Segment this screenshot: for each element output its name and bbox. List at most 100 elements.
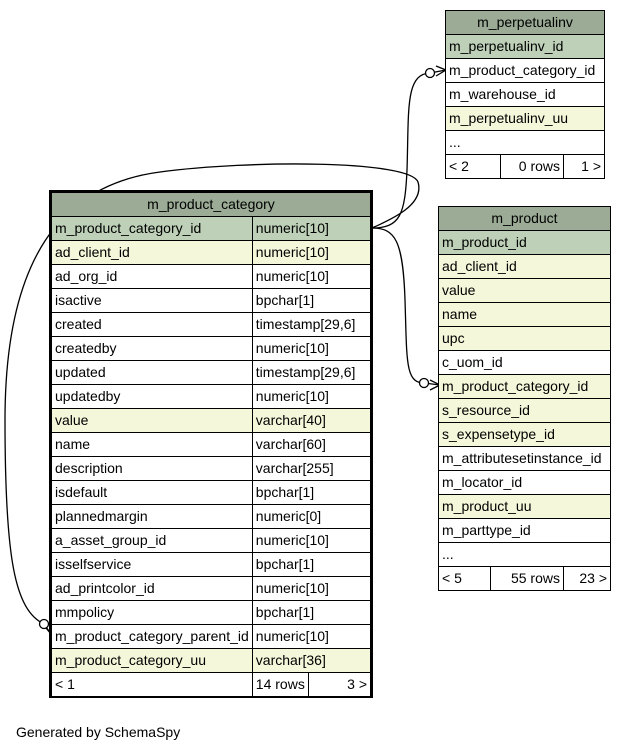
generated-by-text: Generated by SchemaSpy <box>16 724 181 740</box>
column-name[interactable]: updated <box>51 360 253 385</box>
column-name[interactable]: m_warehouse_id <box>445 82 605 107</box>
table-row[interactable]: s_resource_id <box>438 398 611 423</box>
table-title[interactable]: m_product <box>438 206 611 231</box>
edge-category-perpetualinv <box>371 69 447 229</box>
column-name[interactable]: value <box>438 278 611 303</box>
column-name[interactable]: updatedby <box>51 384 253 409</box>
column-name[interactable]: created <box>51 312 253 337</box>
table-row[interactable]: m_attributesetinstance_id <box>438 446 611 471</box>
column-name[interactable]: ... <box>438 542 611 567</box>
table-row[interactable]: ... <box>445 130 605 155</box>
column-name[interactable]: ... <box>445 130 605 155</box>
column-name[interactable]: upc <box>438 326 611 351</box>
table-row[interactable]: m_product_uu <box>438 494 611 519</box>
table-row[interactable]: m_perpetualinv_uu <box>445 106 605 131</box>
column-name[interactable]: m_perpetualinv_id <box>445 34 605 59</box>
table-row[interactable]: s_expensetype_id <box>438 422 611 447</box>
table-title[interactable]: m_product_category <box>51 192 371 217</box>
column-name[interactable]: ad_client_id <box>438 254 611 279</box>
column-type: bpchar[1] <box>251 552 372 577</box>
table-row[interactable]: value <box>438 278 611 303</box>
edge-category-self <box>4 163 420 635</box>
column-name[interactable]: m_product_category_parent_id <box>51 624 253 649</box>
column-type: numeric[10] <box>251 336 372 361</box>
table-footer-right: 23 > <box>563 566 611 591</box>
column-name[interactable]: name <box>51 432 253 457</box>
table-row[interactable]: m_product_id <box>438 230 611 255</box>
table-title[interactable]: m_perpetualinv <box>445 10 605 35</box>
table-footer-right: 3 > <box>307 672 372 697</box>
column-type: varchar[36] <box>251 648 372 673</box>
table-footer-rows: 14 rows <box>251 672 309 697</box>
column-name[interactable]: value <box>51 408 253 433</box>
table-row[interactable]: ... <box>438 542 611 567</box>
table-row[interactable]: upc <box>438 326 611 351</box>
column-name[interactable]: isdefault <box>51 480 253 505</box>
column-name[interactable]: a_asset_group_id <box>51 528 253 553</box>
column-name[interactable]: ad_printcolor_id <box>51 576 253 601</box>
table-row[interactable]: m_product_category_id <box>445 58 605 83</box>
column-type: numeric[10] <box>251 216 372 241</box>
table-m-product-category[interactable]: m_product_category m_product_category_id… <box>51 192 372 697</box>
column-name[interactable]: m_parttype_id <box>438 518 611 543</box>
column-name[interactable]: m_perpetualinv_uu <box>445 106 605 131</box>
column-name[interactable]: m_product_category_id <box>438 374 611 399</box>
column-name[interactable]: ad_client_id <box>51 240 253 265</box>
column-type: bpchar[1] <box>251 600 372 625</box>
column-name[interactable]: m_product_id <box>438 230 611 255</box>
column-name[interactable]: name <box>438 302 611 327</box>
column-type: varchar[255] <box>251 456 372 481</box>
table-row[interactable]: ad_client_id <box>438 254 611 279</box>
column-type: numeric[10] <box>251 264 372 289</box>
column-name[interactable]: s_resource_id <box>438 398 611 423</box>
column-type: bpchar[1] <box>251 480 372 505</box>
column-name[interactable]: c_uom_id <box>438 350 611 375</box>
column-name[interactable]: createdby <box>51 336 253 361</box>
column-name[interactable]: ad_org_id <box>51 264 253 289</box>
column-type: numeric[10] <box>251 384 372 409</box>
column-name[interactable]: m_product_uu <box>438 494 611 519</box>
column-name[interactable]: isselfservice <box>51 552 253 577</box>
column-name[interactable]: description <box>51 456 253 481</box>
column-name[interactable]: m_product_category_id <box>445 58 605 83</box>
table-footer-rows: 0 rows <box>500 154 564 179</box>
column-name[interactable]: plannedmargin <box>51 504 253 529</box>
column-name[interactable]: s_expensetype_id <box>438 422 611 447</box>
column-name[interactable]: m_product_category_id <box>51 216 253 241</box>
table-row[interactable]: m_perpetualinv_id <box>445 34 605 59</box>
table-row[interactable]: c_uom_id <box>438 350 611 375</box>
table-row[interactable]: m_locator_id <box>438 470 611 495</box>
table-row[interactable]: m_parttype_id <box>438 518 611 543</box>
table-row[interactable]: name <box>438 302 611 327</box>
table-footer-left: < 2 <box>445 154 501 179</box>
column-name[interactable]: m_locator_id <box>438 470 611 495</box>
column-type: varchar[40] <box>251 408 372 433</box>
column-name[interactable]: m_product_category_uu <box>51 648 253 673</box>
table-row[interactable]: m_warehouse_id <box>445 82 605 107</box>
table-row[interactable]: m_product_category_id <box>438 374 611 399</box>
column-name[interactable]: m_attributesetinstance_id <box>438 446 611 471</box>
column-name[interactable]: mmpolicy <box>51 600 253 625</box>
column-name[interactable]: isactive <box>51 288 253 313</box>
